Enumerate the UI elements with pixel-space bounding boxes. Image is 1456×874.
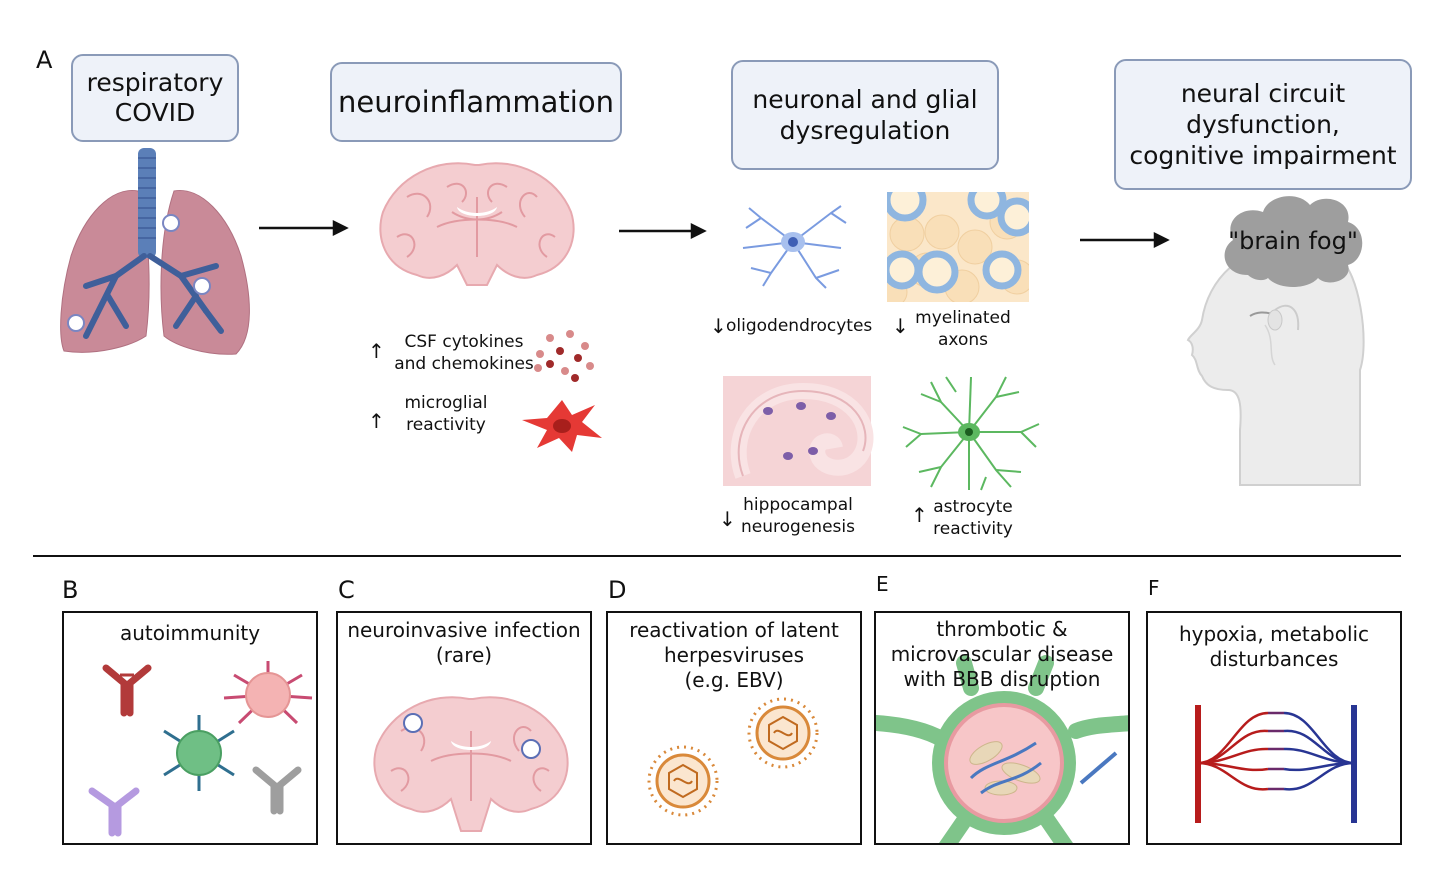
brain-icon xyxy=(373,696,569,832)
section-divider xyxy=(33,555,1401,557)
oligodendrocytes-label: oligodendrocytes xyxy=(726,316,873,336)
panel-c-letter: C xyxy=(338,576,355,604)
cloud-icon xyxy=(1224,196,1363,287)
flow-arrows xyxy=(259,219,1170,249)
brain-icon xyxy=(379,162,575,286)
stage-label: dysfunction, xyxy=(1186,110,1340,139)
stage-neuroinflammation: neuroinflammation xyxy=(330,62,622,142)
cytokines-icon xyxy=(534,330,594,382)
increase-arrow: ↑ xyxy=(368,409,385,433)
capillary-network-icon xyxy=(1195,705,1357,823)
panel-autoimmunity: autoimmunity xyxy=(62,611,318,845)
panel-b-letter: B xyxy=(62,576,79,604)
panel-e-letter: E xyxy=(876,572,889,596)
panel-f-letter: F xyxy=(1148,576,1160,600)
virus-icon xyxy=(403,713,541,759)
stage-label: COVID xyxy=(114,98,196,127)
stage-label: neural circuit xyxy=(1180,79,1346,108)
decrease-arrow: ↓ xyxy=(710,314,727,338)
lungs-icon xyxy=(60,148,250,355)
arrow-right-icon xyxy=(690,222,707,240)
immune-cell-icon xyxy=(223,661,313,725)
stage-label: dysregulation xyxy=(779,116,951,145)
antibody-icon xyxy=(88,661,313,837)
herpesvirus-icon xyxy=(747,697,819,769)
hippocampus-icon xyxy=(723,376,874,486)
stage-label: neuronal and glial xyxy=(752,85,978,114)
head-profile-icon xyxy=(1186,243,1365,486)
panel-neuroinvasive-infection: neuroinvasive infection(rare) xyxy=(336,611,592,845)
stage-label: cognitive impairment xyxy=(1129,141,1397,170)
virus-icon xyxy=(67,214,211,332)
panel-title: neuroinvasive infection(rare) xyxy=(347,618,581,667)
panel-d-letter: D xyxy=(608,576,627,604)
oligodendrocyte-icon xyxy=(742,205,847,289)
increase-arrow: ↑ xyxy=(911,503,928,527)
brain-fog-label: "brain fog" xyxy=(1228,227,1358,255)
herpesvirus-icon xyxy=(647,745,719,817)
decrease-arrow: ↓ xyxy=(892,314,909,338)
astrocyte-icon xyxy=(902,376,1040,491)
stage-label: respiratory xyxy=(86,68,224,97)
increase-arrow: ↑ xyxy=(368,339,385,363)
panel-title: autoimmunity xyxy=(119,621,261,645)
myelinated-axons-icon xyxy=(887,192,1029,302)
arrow-right-icon xyxy=(332,219,349,237)
decrease-arrow: ↓ xyxy=(719,507,736,531)
arrow-right-icon xyxy=(1153,231,1170,249)
stage-label: neuroinflammation xyxy=(338,85,614,119)
immune-cell-icon xyxy=(163,715,235,791)
blood-vessel-icon xyxy=(876,655,1128,843)
panel-a-letter: A xyxy=(36,46,53,74)
microglia-icon xyxy=(522,400,602,452)
